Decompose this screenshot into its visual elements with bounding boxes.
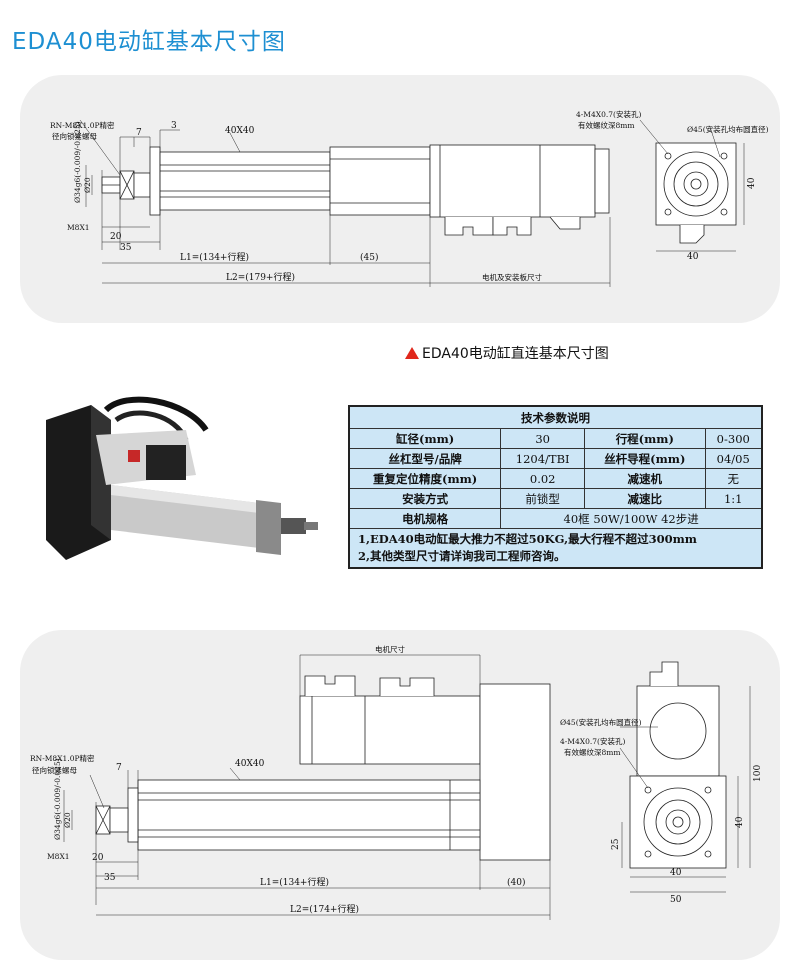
dim-phi34-b: Ø34g6(-0.009/-0.025) — [53, 758, 62, 840]
table-row: 缸径(mm) 30 行程(mm) 0-300 — [348, 428, 763, 449]
cell: 04/05 — [704, 448, 763, 469]
table-row: 重复定位精度(mm) 0.02 减速机 无 — [348, 468, 763, 489]
dim-40-h-b: 40 — [670, 868, 682, 878]
dim-40-paren: (40) — [507, 877, 525, 888]
m4-label-2: 有效螺纹深8mm — [578, 120, 635, 130]
dim-40x40-b: 40X40 — [235, 759, 265, 769]
dim-100: 100 — [753, 765, 763, 782]
rn-nut-label-2: 径向锁紧螺母 — [52, 131, 97, 141]
dim-50: 50 — [670, 895, 682, 905]
dim-45: (45) — [360, 252, 378, 263]
cell: 无 — [704, 468, 763, 489]
cell: 行程(mm) — [584, 428, 706, 449]
dim-l2-b: L2=(174+行程) — [290, 903, 359, 915]
dim-7-b: 7 — [116, 763, 122, 773]
dim-25: 25 — [611, 838, 621, 850]
dim-35-b: 35 — [104, 873, 116, 883]
table-row: 电机规格 40框 50W/100W 42步进 — [348, 508, 763, 529]
caption-text: EDA40电动缸直连基本尺寸图 — [422, 346, 609, 362]
dim-l1-b: L1=(134+行程) — [260, 876, 329, 888]
motor-mount-label: 电机及安装板尺寸 — [482, 272, 542, 282]
dim-35: 35 — [120, 243, 132, 253]
cell: 重复定位精度(mm) — [348, 468, 502, 489]
cell: 丝杆导程(mm) — [584, 448, 706, 469]
phi45-label: Ø45(安装孔均布圆直径) — [687, 124, 769, 134]
dim-3: 3 — [171, 121, 177, 131]
motor-size-label: 电机尺寸 — [375, 644, 405, 654]
dim-m8x1: M8X1 — [67, 223, 90, 232]
table-row: 丝杠型号/品牌 1204/TBI 丝杆导程(mm) 04/05 — [348, 448, 763, 469]
dim-20: 20 — [110, 232, 122, 242]
triangle-marker-icon — [405, 347, 419, 359]
cell: 减速机 — [584, 468, 706, 489]
page-title: EDA40电动缸基本尺寸图 — [12, 29, 286, 55]
cell: 缸径(mm) — [348, 428, 502, 449]
note-1: 1,EDA40电动缸最大推力不超过50KG,最大行程不超过300mm — [358, 532, 697, 546]
diagram-panel-direct: RN-M8X1.0P精密 径向锁紧螺母 7 3 40X40 Ø34g6(-0.0… — [20, 75, 780, 323]
cell: 前锁型 — [500, 488, 586, 509]
spec-table-title: 技术参数说明 — [348, 405, 763, 429]
dim-phi20: Ø20 — [83, 177, 92, 193]
cell: 0.02 — [500, 468, 586, 489]
end-dim-40-v: 40 — [747, 177, 757, 189]
m4-label-2b: 有效螺纹深8mm — [564, 747, 621, 757]
cell: 1204/TBI — [500, 448, 586, 469]
end-dim-40-h: 40 — [687, 252, 699, 262]
folded-motor-drawing: 电机尺寸 RN-M8X1.0P精密 径向锁紧螺母 40X40 Ø34g6(-0.… — [30, 644, 763, 920]
notes-cell: 1,EDA40电动缸最大推力不超过50KG,最大行程不超过300mm 2,其他类… — [348, 528, 763, 569]
cell: 1:1 — [704, 488, 763, 509]
dim-40x40: 40X40 — [225, 126, 255, 136]
cell: 丝杠型号/品牌 — [348, 448, 502, 469]
dim-l1: L1=(134+行程) — [180, 251, 249, 263]
direct-connect-drawing: RN-M8X1.0P精密 径向锁紧螺母 7 3 40X40 Ø34g6(-0.0… — [50, 109, 769, 287]
rn-nut-label-1: RN-M8X1.0P精密 — [50, 120, 115, 130]
diagram-panel-folded: 电机尺寸 RN-M8X1.0P精密 径向锁紧螺母 40X40 Ø34g6(-0.… — [20, 630, 780, 960]
cell: 30 — [500, 428, 586, 449]
rn-nut-label-1b: RN-M8X1.0P精密 — [30, 753, 95, 763]
m4-label-1b: 4-M4X0.7(安装孔) — [560, 736, 625, 746]
product-photo — [46, 396, 318, 560]
spec-table: 技术参数说明 缸径(mm) 30 行程(mm) 0-300 丝杠型号/品牌 12… — [348, 405, 763, 569]
dim-7: 7 — [136, 128, 142, 138]
dim-phi34: Ø34g6(-0.009/-0.025) — [73, 121, 82, 203]
dim-40-v-b: 40 — [735, 816, 745, 828]
m4-label-1: 4-M4X0.7(安装孔) — [576, 109, 641, 119]
cell: 0-300 — [704, 428, 763, 449]
cell: 安装方式 — [348, 488, 502, 509]
note-2: 2,其他类型尺寸请详询我司工程师咨询。 — [358, 549, 566, 563]
cell: 40框 50W/100W 42步进 — [500, 508, 763, 529]
dim-l2: L2=(179+行程) — [226, 271, 295, 283]
table-row-notes: 1,EDA40电动缸最大推力不超过50KG,最大行程不超过300mm 2,其他类… — [348, 528, 763, 569]
dim-phi20-b: Ø20 — [63, 812, 72, 828]
cell: 减速比 — [584, 488, 706, 509]
cell: 电机规格 — [348, 508, 502, 529]
phi45-label-b: Ø45(安装孔均布圆直径) — [560, 717, 642, 727]
table-row: 安装方式 前锁型 减速比 1:1 — [348, 488, 763, 509]
dim-m8x1-b: M8X1 — [47, 852, 70, 861]
dim-20-b: 20 — [92, 853, 104, 863]
diagram-caption: EDA40电动缸直连基本尺寸图 — [405, 343, 609, 363]
rn-nut-label-2b: 径向锁紧螺母 — [32, 765, 77, 775]
